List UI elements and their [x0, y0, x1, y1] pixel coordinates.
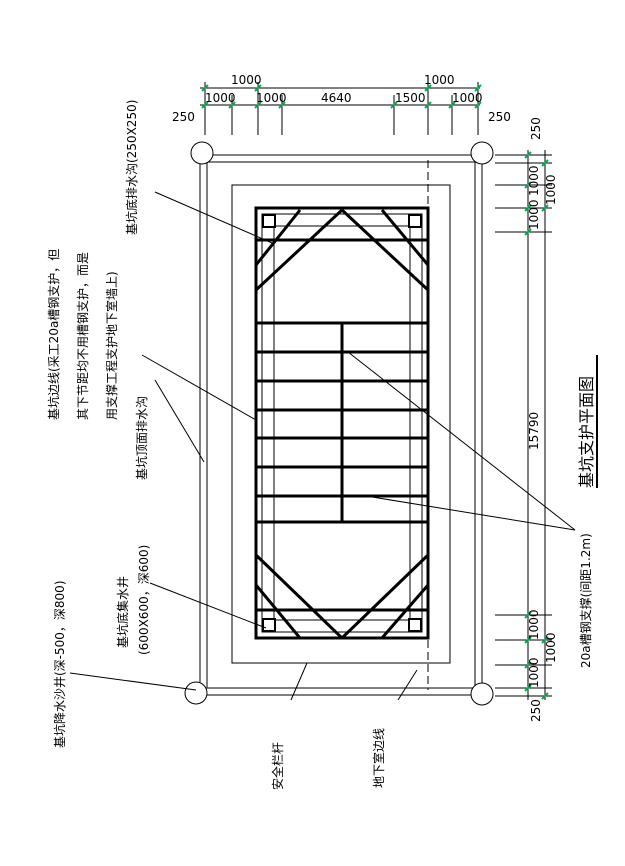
left-edge-dim: 250 [172, 110, 195, 124]
outer-wall [199, 154, 483, 696]
surface-drain-label: 基坑顶面排水沟 [134, 396, 149, 480]
corner-well-tr [470, 141, 494, 165]
top-dim-2: 1000 [424, 73, 455, 87]
right-edge-dim: 250 [488, 110, 511, 124]
sump-label-2: (600X600，深600) [137, 545, 151, 655]
top-dimension-group: 1000 1000 1000 1000 4640 1500 1000 250 2… [172, 73, 511, 135]
top-dim-3: 1000 [205, 91, 236, 105]
corner-well-tl [190, 141, 214, 165]
corner-well-bl [184, 681, 208, 705]
right-dim-bottom-1000b: 1000 [544, 632, 558, 663]
sump-tr [408, 214, 422, 228]
drain-ditch-label: 基坑底排水沟(250X250) [124, 100, 139, 235]
right-dimension-group: 250 1000 1000 1000 15790 1000 1000 1000 … [495, 117, 558, 722]
sump-label-1: 基坑底集水井 [115, 576, 130, 648]
top-dim-5: 4640 [321, 91, 352, 105]
page-title: 基坑支护平面图 [577, 376, 596, 488]
right-dim-bottom-1000c: 1000 [527, 657, 541, 688]
sand-well-label: 基坑降水沙井(深-500，深800) [52, 580, 67, 748]
sump-tl [262, 214, 276, 228]
sump-bl [262, 618, 276, 632]
right-dim-top-1000c: 1000 [527, 199, 541, 230]
top-dim-6: 1500 [395, 91, 426, 105]
sump-br [408, 618, 422, 632]
leader-lines [69, 191, 576, 701]
right-dim-top-250: 250 [529, 117, 543, 140]
basement-line-label: 地下室边线 [371, 728, 386, 788]
right-dim-top-1000b: 1000 [544, 174, 558, 205]
top-dim-7: 1000 [452, 91, 483, 105]
edge-line-note-3: 用支撑工程支护地下室墙上) [104, 271, 119, 420]
steel-struts [254, 208, 430, 640]
right-dim-bottom-1000a: 1000 [527, 609, 541, 640]
edge-line-note-2: 其下节距均不用槽钢支护，而是 [76, 252, 90, 420]
surface-drain-outline [231, 184, 451, 664]
right-dim-bottom-250: 250 [529, 699, 543, 722]
edge-line-note-1: 基坑边线(采工20a槽钢支护，但 [46, 249, 61, 420]
right-dim-15790: 15790 [527, 412, 541, 450]
railing-label: 安全栏杆 [270, 742, 285, 790]
corner-well-br [470, 682, 494, 706]
labels: 基坑底排水沟(250X250) 基坑边线(采工20a槽钢支护，但 其下节距均不用… [46, 100, 598, 790]
right-dim-top-1000a: 1000 [527, 165, 541, 196]
top-dim-4: 1000 [256, 91, 287, 105]
steel-strut-label: 20a槽钢支撑(间距1.2m) [578, 533, 593, 668]
top-dim-1: 1000 [231, 73, 262, 87]
